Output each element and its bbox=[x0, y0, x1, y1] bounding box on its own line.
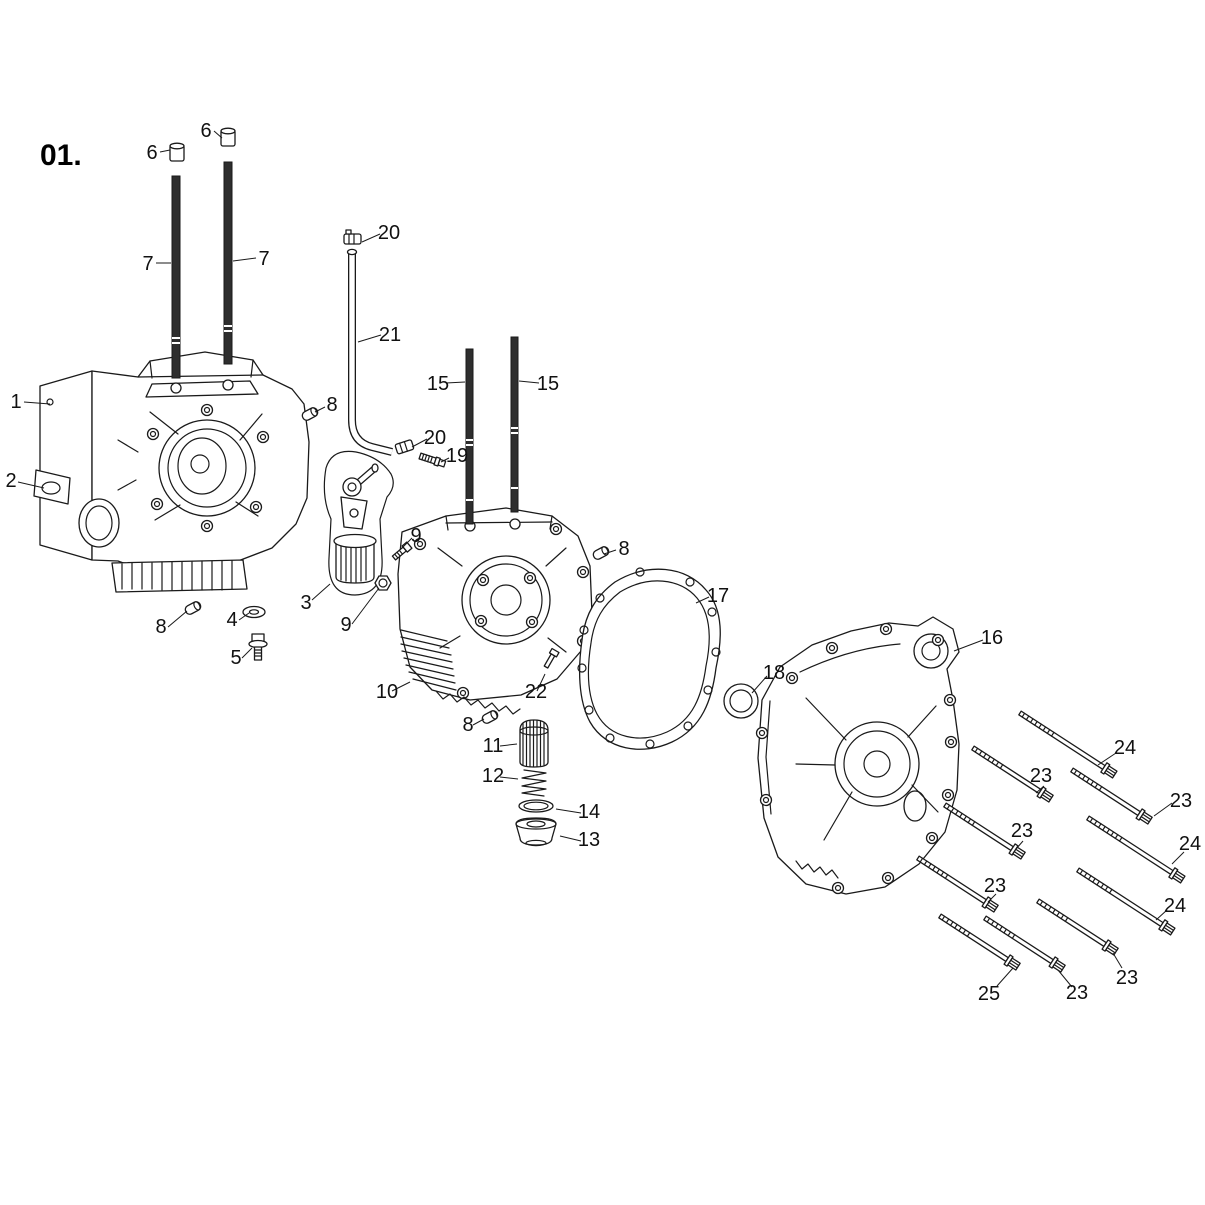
callout-24a: 24 bbox=[1114, 737, 1136, 759]
callout-4: 4 bbox=[226, 609, 237, 631]
bolt-19 bbox=[418, 452, 447, 468]
callout-6a: 6 bbox=[146, 142, 157, 164]
callout-22: 22 bbox=[525, 681, 547, 703]
bolt-23-f bbox=[981, 912, 1067, 974]
spring-12 bbox=[521, 769, 547, 797]
bolt-24-b bbox=[1084, 812, 1187, 885]
dowel-pin-8-c bbox=[183, 599, 203, 617]
callout-2: 2 bbox=[5, 470, 16, 492]
callout-25: 25 bbox=[978, 983, 1000, 1005]
side-cover-16 bbox=[755, 616, 960, 895]
callout-1: 1 bbox=[10, 391, 21, 413]
nut-9 bbox=[374, 575, 392, 591]
callout-8c: 8 bbox=[155, 616, 166, 638]
stud-15-left bbox=[465, 348, 474, 525]
callout-17: 17 bbox=[707, 585, 729, 607]
filter-cap-13 bbox=[515, 817, 557, 847]
hose-clamp-20-bottom bbox=[394, 439, 415, 455]
stud-15-right bbox=[510, 336, 519, 513]
callout-23e: 23 bbox=[1116, 967, 1138, 989]
callout-24c: 24 bbox=[1164, 895, 1186, 917]
oil-filter-screen-11 bbox=[519, 719, 549, 768]
callout-8d: 8 bbox=[462, 714, 473, 736]
callout-15a: 15 bbox=[427, 373, 449, 395]
callout-labels: 01. 1 2 3 4 5 6 6 7 7 8 8 8 8 9 9 10 11 … bbox=[5, 120, 1201, 1005]
callout-23b: 23 bbox=[1170, 790, 1192, 812]
callout-9b: 9 bbox=[340, 614, 351, 636]
oil-seal-18 bbox=[723, 683, 759, 719]
gasket-17 bbox=[577, 567, 721, 750]
bolt-25 bbox=[936, 910, 1022, 972]
crankcase-left bbox=[39, 351, 310, 593]
stud-7-right bbox=[223, 161, 233, 365]
callout-7b: 7 bbox=[258, 248, 269, 270]
o-ring-14 bbox=[518, 799, 554, 813]
callout-7a: 7 bbox=[142, 253, 153, 275]
crankcase-center bbox=[397, 507, 593, 715]
bolt-24-c bbox=[1074, 864, 1177, 937]
bolt-9 bbox=[391, 541, 413, 561]
leader-lines bbox=[17, 130, 1185, 988]
callout-23a: 23 bbox=[1030, 765, 1052, 787]
callout-8a: 8 bbox=[326, 394, 337, 416]
callout-20a: 20 bbox=[378, 222, 400, 244]
callout-12: 12 bbox=[482, 765, 504, 787]
bolt-23-e bbox=[1034, 895, 1120, 957]
callout-13: 13 bbox=[578, 829, 600, 851]
callout-6b: 6 bbox=[200, 120, 211, 142]
stud-7-left bbox=[171, 175, 181, 379]
callout-20b: 20 bbox=[424, 427, 446, 449]
drain-bolt-5 bbox=[248, 633, 268, 661]
callout-16: 16 bbox=[981, 627, 1003, 649]
callout-15b: 15 bbox=[537, 373, 559, 395]
callout-23f: 23 bbox=[1066, 982, 1088, 1004]
bracket-part-2 bbox=[33, 469, 71, 505]
bolt-22 bbox=[543, 647, 560, 669]
callout-3: 3 bbox=[300, 592, 311, 614]
callout-5: 5 bbox=[230, 647, 241, 669]
callout-8b: 8 bbox=[618, 538, 629, 560]
callout-23c: 23 bbox=[1011, 820, 1033, 842]
callout-21: 21 bbox=[379, 324, 401, 346]
callout-9a: 9 bbox=[410, 525, 421, 547]
dowel-pin-8-d bbox=[480, 708, 500, 726]
oil-strainer-3 bbox=[323, 450, 394, 596]
callout-11: 11 bbox=[483, 735, 504, 757]
cap-6-right bbox=[220, 127, 236, 147]
callout-14: 14 bbox=[578, 801, 600, 823]
figure-title: 01. bbox=[40, 139, 82, 172]
oil-pipe-21 bbox=[346, 248, 393, 456]
cap-6-left bbox=[169, 142, 185, 162]
washer-4 bbox=[242, 605, 266, 619]
callout-24b: 24 bbox=[1179, 833, 1201, 855]
callout-23d: 23 bbox=[984, 875, 1006, 897]
callout-19: 19 bbox=[446, 445, 468, 467]
callout-18: 18 bbox=[763, 662, 785, 684]
hose-clamp-20-top bbox=[343, 229, 362, 245]
callout-10: 10 bbox=[376, 681, 398, 703]
